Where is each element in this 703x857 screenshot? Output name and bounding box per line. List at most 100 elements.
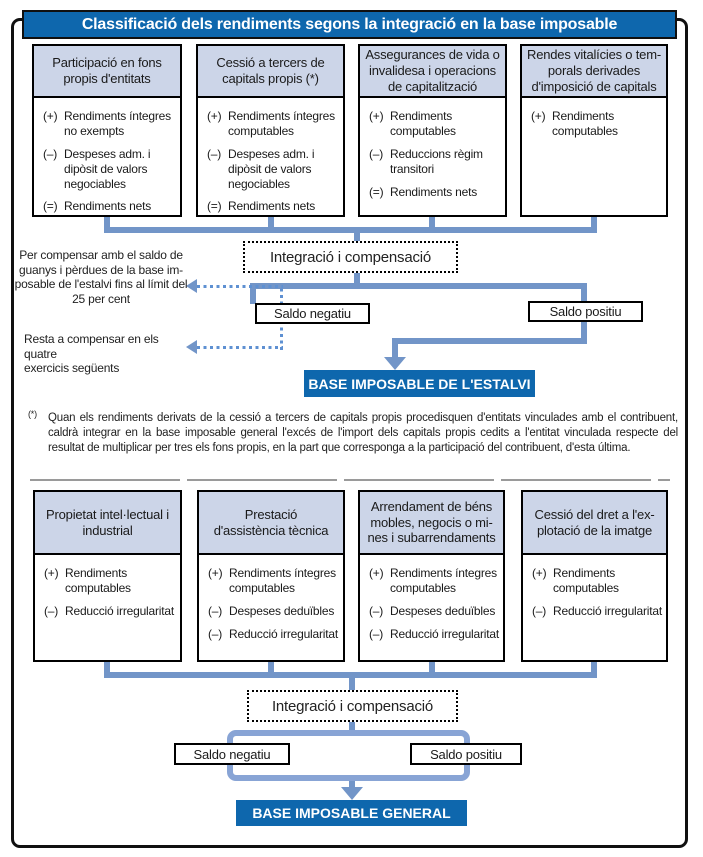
connector-line xyxy=(392,338,398,359)
income-box-header: Rendes vitalícies o tem- porals derivade… xyxy=(522,46,666,98)
box-item: (–) Despeses adm. i dipòsit de valors neg… xyxy=(198,147,340,192)
income-box-prestacio: Prestació d'assistència tècnica (+) Rendi… xyxy=(197,490,345,662)
section-divider xyxy=(30,479,670,481)
footnote: (*) Quan els rendiments derivats de la c… xyxy=(28,409,678,456)
income-box-items: (+) Rendiments computables (–) Reducció irr… xyxy=(523,555,666,619)
item-text: Rendiments nets xyxy=(228,199,316,214)
item-text: Rendiments íntegres computables xyxy=(228,109,335,138)
income-box-items: (+) Rendiments íntegres computables (–) Des… xyxy=(199,555,343,642)
item-text: Despeses deduïbles xyxy=(229,603,335,618)
integration-box-savings: Integració i compensació xyxy=(243,241,458,273)
box-item: (+) Rendiments computables xyxy=(35,566,177,596)
box-item: (–) Despeses deduïbles xyxy=(199,604,340,619)
item-sign: (+) xyxy=(44,566,59,580)
box-item: (+) Rendiments íntegres computables xyxy=(199,566,340,596)
box-item: (–) Reducció irregularitat xyxy=(199,627,340,642)
income-box-header: Participació en fons propis d'entitats xyxy=(34,46,180,98)
item-text: Rendiments íntegres no exempts xyxy=(64,109,171,138)
item-sign: (+) xyxy=(43,109,58,123)
item-sign: (–) xyxy=(208,603,223,618)
connector-line xyxy=(591,662,597,676)
connector-line xyxy=(104,217,110,230)
income-box-header: Assegurances de vida o invalidesa i oper… xyxy=(360,46,505,98)
connector-line xyxy=(250,283,587,289)
item-text: Despeses adm. i dipòsit de valors negoci… xyxy=(228,146,315,191)
income-box-header: Prestació d'assistència tècnica xyxy=(199,492,343,555)
arrow-left-icon xyxy=(186,340,197,354)
item-text: Reducció irregularitat xyxy=(390,626,499,641)
note-remaining: Resta a compensar en els quatre exercici… xyxy=(24,332,159,376)
connector-line xyxy=(349,678,355,690)
connector-line xyxy=(104,672,597,678)
box-item: (+) Rendiments computables xyxy=(522,109,663,139)
item-sign: (–) xyxy=(43,146,58,161)
item-sign: (=) xyxy=(207,199,222,214)
item-sign: (–) xyxy=(369,603,384,618)
item-text: Rendiments computables xyxy=(65,566,131,595)
connector-line xyxy=(591,217,597,230)
income-box-assegurances: Assegurances de vida o invalidesa i oper… xyxy=(358,44,507,217)
item-sign: (+) xyxy=(531,109,546,123)
item-text: Rendiments íntegres computables xyxy=(390,566,497,595)
item-sign: (–) xyxy=(208,626,223,641)
item-sign: (–) xyxy=(532,603,547,618)
income-box-participacio: Participació en fons propis d'entitats (… xyxy=(32,44,182,217)
item-text: Rendiments computables xyxy=(390,109,456,138)
income-box-header: Cessió a tercers de capitals propis (*) xyxy=(198,46,343,98)
income-box-header: Cessió del dret a l'ex- plotació de la i… xyxy=(523,492,666,555)
connector-line xyxy=(581,283,587,302)
saldo-negatiu-box-savings: Saldo negatiu xyxy=(255,303,370,324)
box-item: (=) Rendiments nets xyxy=(198,199,340,214)
box-item: (+) Rendiments computables xyxy=(360,109,502,139)
result-box-estalvi: BASE IMPOSABLE DE L'ESTALVI xyxy=(304,370,535,397)
item-sign: (+) xyxy=(369,566,384,580)
item-sign: (–) xyxy=(369,626,384,641)
saldo-positiu-box-savings: Saldo positiu xyxy=(528,301,643,322)
income-box-rendes-vitalicies: Rendes vitalícies o tem- porals derivade… xyxy=(520,44,668,217)
footnote-marker: (*) xyxy=(28,409,37,419)
item-text: Rendiments íntegres computables xyxy=(229,566,336,595)
box-item: (–) Reduccions règim transitori xyxy=(360,147,502,177)
item-sign: (+) xyxy=(208,566,223,580)
connector-line xyxy=(354,271,360,285)
item-sign: (–) xyxy=(369,146,384,161)
connector-line xyxy=(104,227,597,233)
item-text: Reduccions règim transitori xyxy=(390,146,483,176)
income-box-items: (+) Rendiments computables xyxy=(522,98,666,139)
item-sign: (=) xyxy=(43,199,58,214)
connector-line xyxy=(349,781,355,789)
item-text: Reducció irregularitat xyxy=(229,626,338,641)
box-item: (=)Rendiments nets xyxy=(360,185,502,200)
item-text: Reducció irregularitat xyxy=(553,603,662,618)
income-box-items: (+) Rendiments computables (–)Reducció irr… xyxy=(35,555,180,619)
income-box-cessio-tercers: Cessió a tercers de capitals propis (*) … xyxy=(196,44,345,217)
integration-box-general: Integració i compensació xyxy=(247,690,458,722)
box-item: (–)Reducció irregularitat xyxy=(35,604,177,619)
income-box-propietat: Propietat intel·lectual i industrial (+)… xyxy=(33,490,182,662)
connector-line xyxy=(104,662,110,676)
item-text: Despeses deduïbles xyxy=(390,603,496,618)
connector-line xyxy=(268,662,274,676)
box-item: (+) Rendiments computables xyxy=(523,566,663,596)
income-box-items: (+)Rendiments íntegres no exempts(–)Desp… xyxy=(34,98,180,214)
item-text: Rendiments computables xyxy=(553,566,619,595)
saldo-negatiu-box-general: Saldo negatiu xyxy=(174,743,290,765)
arrow-down-icon xyxy=(384,357,406,370)
connector-line xyxy=(250,283,256,304)
income-box-header: Arrendament de béns mobles, negocis o mi… xyxy=(360,492,503,555)
item-sign: (=) xyxy=(369,184,384,199)
arrow-down-icon xyxy=(341,787,363,800)
connector-line xyxy=(429,662,435,676)
box-item: (–) Reducció irregularitat xyxy=(360,627,500,642)
box-item: (+) Rendiments íntegres no exempts xyxy=(34,109,177,139)
item-sign: (+) xyxy=(369,109,384,123)
dotted-connector-line xyxy=(197,346,283,349)
income-box-items: (+) Rendiments computables (–) Reduccions r… xyxy=(360,98,505,199)
item-text: Rendiments computables xyxy=(552,109,618,138)
item-sign: (+) xyxy=(532,566,547,580)
item-sign: (–) xyxy=(207,146,222,161)
result-box-general: BASE IMPOSABLE GENERAL xyxy=(236,800,467,826)
income-box-arrendament: Arrendament de béns mobles, negocis o mi… xyxy=(358,490,505,662)
connector-line xyxy=(268,217,274,230)
box-item: (+)Rendiments íntegres computables xyxy=(198,109,340,139)
